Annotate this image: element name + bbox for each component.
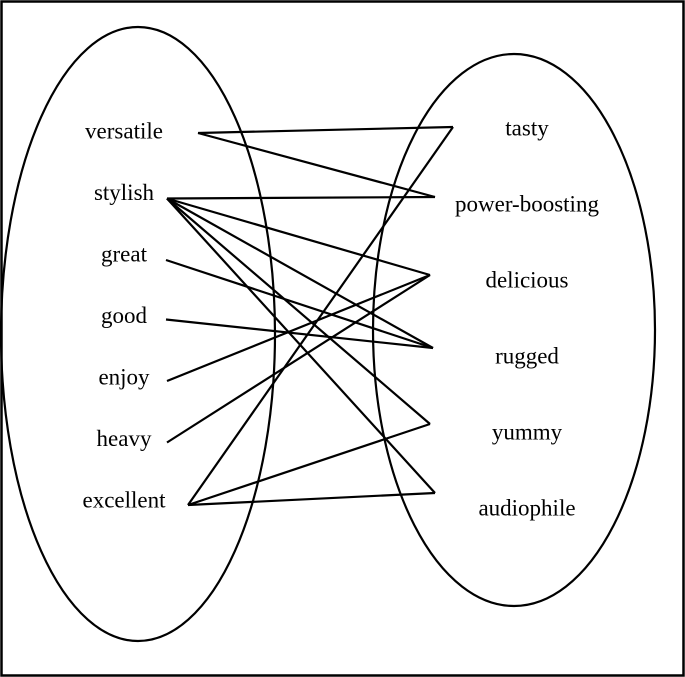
left-word-labels: versatile stylish great good enjoy heavy excel…: [82, 118, 166, 512]
left-word-good: good: [101, 303, 148, 328]
left-word-stylish: stylish: [94, 180, 155, 205]
edge-enjoy-to-delicious: [166, 273, 431, 383]
edge-great-to-rugged: [165, 258, 434, 350]
right-word-delicious: delicious: [485, 267, 568, 292]
edge-versatile-to-power-boosting: [197, 131, 436, 199]
edge-stylish-to-delicious: [166, 197, 431, 277]
edge-excellent-to-tasty: [187, 126, 454, 506]
edge-stylish-to-rugged: [166, 197, 434, 349]
right-word-power-boosting: power-boosting: [455, 191, 599, 216]
right-word-labels: tasty power-boosting delicious rugged yummy a…: [455, 115, 599, 520]
right-word-set-oval: [371, 52, 657, 608]
edge-excellent-to-audiophile: [187, 491, 436, 507]
right-word-audiophile: audiophile: [478, 495, 575, 520]
left-word-enjoy: enjoy: [98, 364, 150, 389]
right-word-tasty: tasty: [505, 115, 549, 140]
left-word-great: great: [101, 241, 148, 266]
left-word-set-oval: [0, 25, 277, 643]
edge-heavy-to-delicious: [166, 274, 431, 444]
edge-excellent-to-yummy: [187, 422, 431, 507]
edge-stylish-to-power-boosting: [166, 195, 436, 200]
left-word-heavy: heavy: [97, 426, 152, 451]
right-word-yummy: yummy: [492, 419, 563, 444]
left-word-excellent: excellent: [82, 487, 166, 512]
right-word-rugged: rugged: [495, 343, 559, 368]
edge-stylish-to-yummy: [166, 197, 431, 425]
edge-versatile-to-tasty: [197, 125, 454, 135]
edge-good-to-rugged: [165, 318, 434, 350]
edge-stylish-to-audiophile: [166, 197, 436, 494]
edge-group: [165, 125, 454, 507]
left-word-versatile: versatile: [85, 118, 163, 143]
